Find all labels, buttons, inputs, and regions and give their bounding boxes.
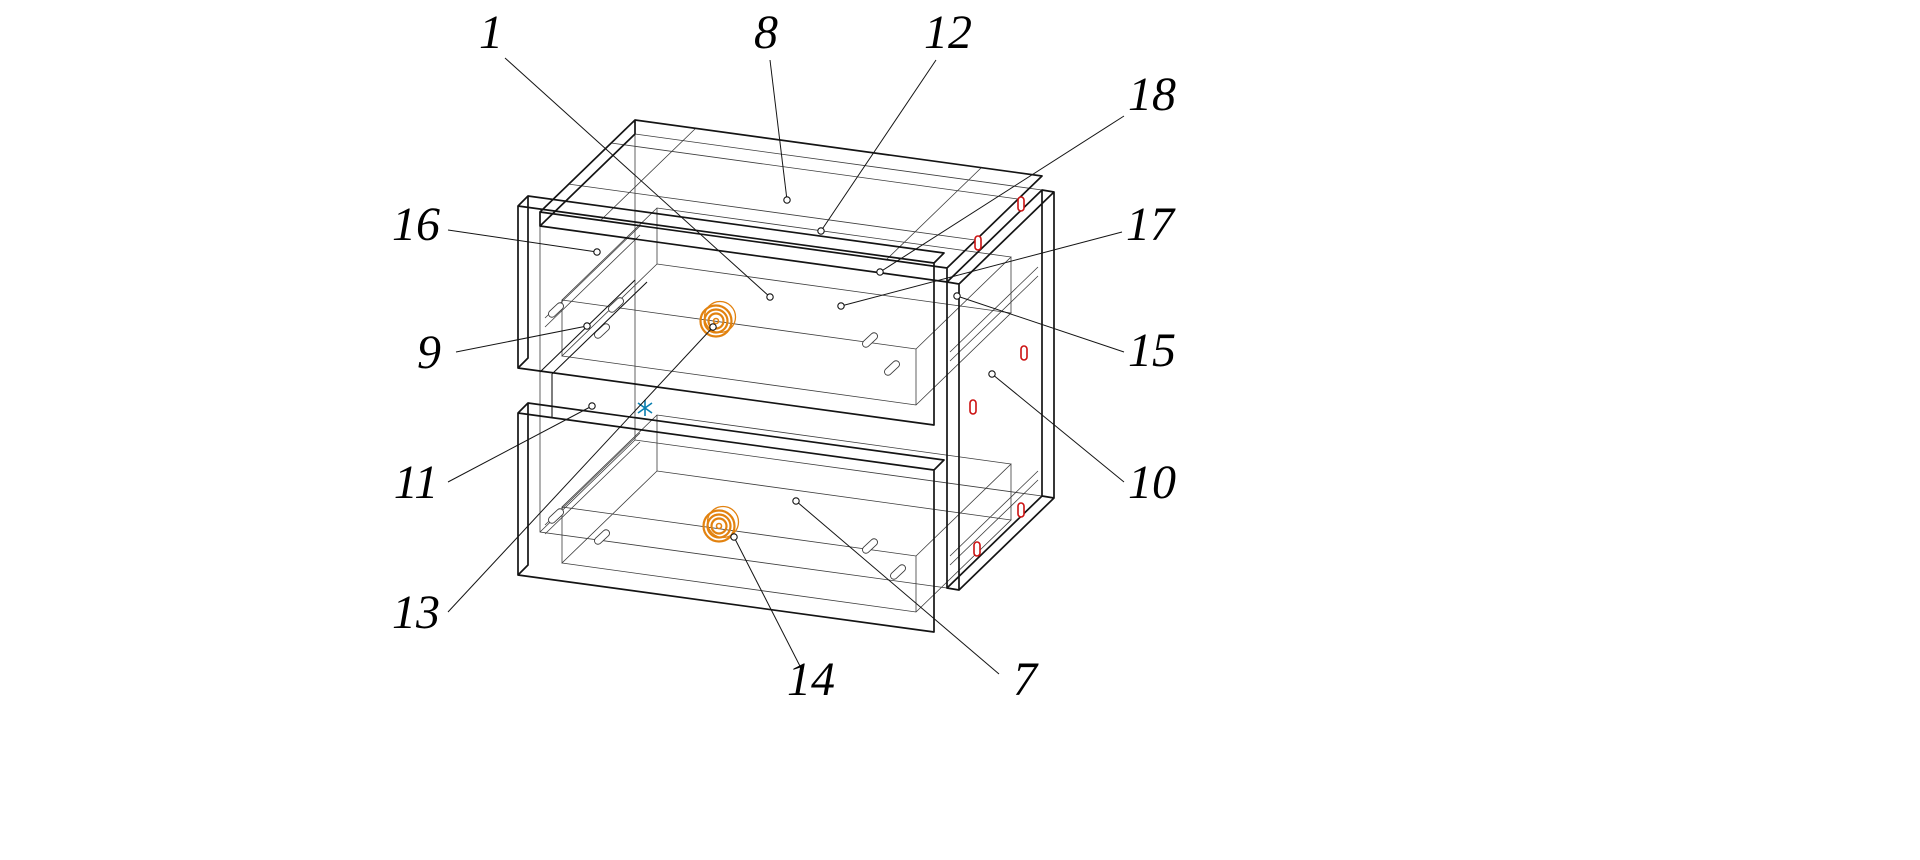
upper-drawer-front [517, 195, 945, 426]
callout-tip-marker [709, 323, 717, 331]
callout-number: 18 [1128, 68, 1176, 121]
lower-drawer-front [517, 402, 945, 633]
callout-leader-line [991, 373, 1125, 483]
callout-leader-line [956, 295, 1125, 353]
callout-18: 18 [876, 68, 1176, 276]
callout-8: 8 [754, 6, 791, 204]
callout-12: 12 [817, 6, 972, 235]
callout-leader-line [769, 59, 788, 201]
top-panel [539, 119, 1043, 283]
cabinet-drawing [517, 119, 1055, 633]
callout-tip-marker [792, 497, 800, 505]
callout-number: 10 [1128, 456, 1176, 509]
callout-number: 17 [1126, 198, 1176, 251]
callout-leader-line [504, 57, 771, 298]
callout-number: 13 [392, 586, 440, 639]
carcass-hidden-edges [539, 127, 1043, 589]
callout-leader-line [840, 231, 1123, 307]
callout-15: 15 [953, 292, 1176, 377]
callout-number: 7 [1013, 653, 1039, 706]
callout-1: 1 [479, 6, 774, 301]
callout-tip-marker [953, 292, 961, 300]
callout-number: 14 [787, 653, 835, 706]
callout-14: 14 [730, 533, 835, 706]
callout-number: 11 [394, 456, 438, 509]
callout-10: 10 [988, 370, 1176, 509]
callout-16: 16 [392, 198, 601, 256]
callout-tip-marker [730, 533, 738, 541]
callout-tip-marker [783, 196, 791, 204]
right-side-panel [946, 189, 1055, 591]
lower-drawer-box [561, 414, 1012, 613]
callout-number: 9 [417, 326, 441, 379]
callout-leader-line [455, 325, 588, 353]
callout-leader-line [733, 536, 804, 673]
callout-11: 11 [394, 402, 596, 509]
mid-rail [539, 279, 648, 418]
callout-tip-marker [876, 268, 884, 276]
callout-tip-marker [837, 302, 845, 310]
red-fasteners [969, 196, 1028, 557]
callout-17: 17 [837, 198, 1176, 310]
callout-number: 1 [479, 6, 503, 59]
callout-tip-marker [766, 293, 774, 301]
callout-tip-marker [988, 370, 996, 378]
callout-13: 13 [392, 323, 717, 639]
callout-leader-line [795, 500, 1000, 675]
callout-number: 8 [754, 6, 778, 59]
callout-number: 16 [392, 198, 440, 251]
cam-lock-upper [699, 300, 737, 338]
callout-leader-line [820, 59, 937, 232]
cam-lock-lower [702, 505, 740, 543]
callout-7: 7 [792, 497, 1039, 706]
callout-tip-marker [817, 227, 825, 235]
callout-leader-line [447, 326, 714, 613]
callout-tip-marker [588, 402, 596, 410]
callout-leader-line [447, 405, 593, 483]
callout-tip-marker [593, 248, 601, 256]
callout-9: 9 [417, 322, 591, 379]
callout-tip-marker [583, 322, 591, 330]
dowel-pins [548, 297, 906, 580]
callout-number: 15 [1128, 324, 1176, 377]
datum-mark [637, 400, 653, 416]
drawer-runners [544, 225, 1039, 566]
callout-leader-line [879, 115, 1125, 273]
callout-leader-line [447, 229, 598, 253]
upper-drawer-box [561, 207, 1012, 406]
callout-number: 12 [924, 6, 972, 59]
